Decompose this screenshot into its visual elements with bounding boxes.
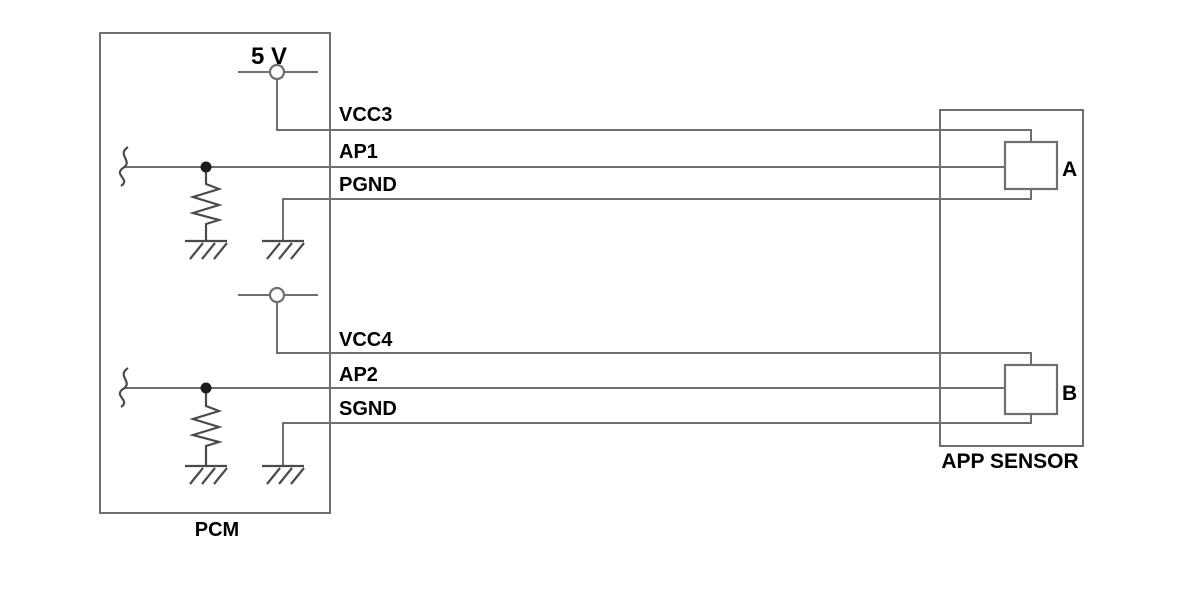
app-sensor-box [939,109,1084,447]
supply-terminal-icon-1 [268,63,286,81]
pin-label-ap2: AP2 [339,364,378,386]
wire-pgnd [282,189,1032,241]
resistor-2 [189,388,223,466]
junction-dot-2 [200,382,212,394]
app-sensor-module-label: APP SENSOR [941,450,1078,473]
supply-voltage-label: 5 V [251,43,287,70]
pcm-module-label: PCM [195,519,239,541]
sensor-block-b [1003,363,1059,416]
junction-dot-1 [200,161,212,173]
ground-icon-3 [185,464,228,485]
pin-label-ap1: AP1 [339,141,378,163]
sensor-block-a-label: A [1062,158,1077,181]
supply-terminal-icon-2 [268,286,286,304]
break-squiggle-icon-2 [118,367,129,408]
wire-vcc4 [277,352,1032,366]
pin-label-vcc4: VCC4 [339,329,393,351]
sensor-block-a [1003,140,1059,191]
ground-icon-2 [262,239,305,260]
resistor-1 [189,167,223,241]
ground-icon-4 [262,464,305,485]
pin-label-pgnd: PGND [339,174,397,196]
pin-label-vcc3: VCC3 [339,104,392,126]
pin-label-sgnd: SGND [339,398,397,420]
wire-sgnd [282,414,1032,466]
wire-vcc3 [277,129,1032,143]
break-squiggle-icon-1 [118,146,129,187]
pcm-box [99,32,331,514]
sensor-block-b-label: B [1062,382,1077,405]
ground-icon-1 [185,239,228,260]
